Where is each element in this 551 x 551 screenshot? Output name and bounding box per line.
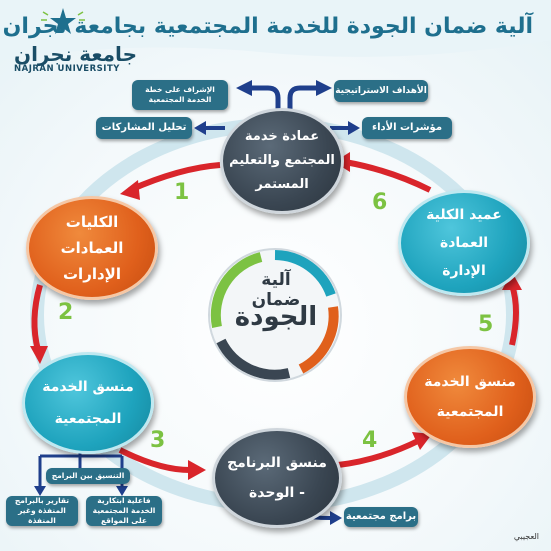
arrow-left-top — [250, 85, 281, 112]
node-colleges-line-1: الكليات — [65, 213, 119, 231]
node-deanship-line-1: عمادة خدمة — [244, 129, 320, 144]
step-number-3: 3 — [150, 428, 166, 453]
arrow-3 — [118, 447, 191, 473]
page-title: آلية ضمان الجودة للخدمة المجتمعية بجامعة… — [2, 14, 533, 39]
node-deanship-line-3: المستمر — [255, 177, 309, 192]
arrow-2 — [31, 284, 43, 351]
node-coordinator-left: منسق الخدمة المجتمعية — [22, 352, 154, 454]
header-band — [0, 0, 551, 82]
node-coordinator-left-line-1: منسق الخدمة — [42, 379, 134, 395]
box-reports: تقارير بالبرامج المنفذة وغير المنفذة — [6, 496, 78, 526]
star-emblem-icon — [41, 8, 85, 34]
node-coordinator-right: منسق الخدمة المجتمعية — [404, 346, 536, 448]
box-kpi: مؤشرات الأداء — [362, 117, 452, 139]
arrow-1 — [128, 162, 221, 193]
step-number-1: 1 — [174, 180, 190, 205]
step-number-4: 4 — [362, 428, 378, 453]
node-coordinator-left-line-2: المجتمعية — [54, 411, 122, 427]
header-wave — [0, 0, 551, 60]
center-cycle-icon — [208, 248, 342, 382]
node-program-coordinator-line-2: - الوحدة — [249, 485, 305, 501]
center-line-1: آلية ضمان — [251, 270, 301, 310]
node-colleges: الكليات العمادات الإدارات — [26, 196, 158, 300]
step-number-6: 6 — [372, 190, 388, 215]
node-colleges-line-3: الإدارات — [62, 265, 121, 283]
step-number-2: 2 — [58, 300, 74, 325]
arrow-right-top — [287, 85, 318, 112]
box-supervise: الإشراف على خطة الخدمة المجتمعية — [132, 80, 228, 110]
node-program-coordinator: منسق البرنامج - الوحدة — [212, 428, 342, 528]
box-strategic: الأهداف الاستراتيجية — [334, 80, 428, 102]
node-program-coordinator-line-1: منسق البرنامج — [227, 455, 327, 471]
node-coordinator-right-line-2: المجتمعية — [436, 404, 504, 420]
center-line-2: الجودة — [234, 302, 318, 332]
node-dean-line-3: الإدارة — [442, 263, 486, 279]
box-programs: برامج مجتمعية — [344, 507, 418, 527]
node-dean-line-2: العمادة — [439, 235, 489, 251]
node-dean-line-1: عميد الكلية — [426, 207, 502, 223]
step-number-5: 5 — [478, 312, 494, 337]
node-colleges-line-2: العمادات — [60, 239, 124, 257]
signature: العجيبي — [513, 532, 539, 541]
arrow-4 — [337, 437, 422, 468]
box-effectiveness: فاعلية ابتكارية الخدمة المجتمعية على الم… — [86, 496, 162, 526]
university-name-ar: جامعة نجران — [14, 42, 137, 66]
node-deanship-line-2: المجتمع والتعليم — [229, 153, 335, 168]
node-coordinator-right-line-1: منسق الخدمة — [424, 374, 516, 390]
box-analysis: تحليل المشاركات — [96, 117, 192, 139]
university-name-en: NAJRAN UNIVERSITY — [14, 64, 120, 74]
box-coordination: التنسيق بين البرامج — [46, 468, 130, 484]
arrow-6 — [344, 159, 432, 193]
node-dean: عميد الكلية العمادة الإدارة — [398, 190, 530, 296]
university-logo — [8, 6, 126, 78]
node-deanship: عمادة خدمة المجتمع والتعليم المستمر — [220, 108, 344, 214]
